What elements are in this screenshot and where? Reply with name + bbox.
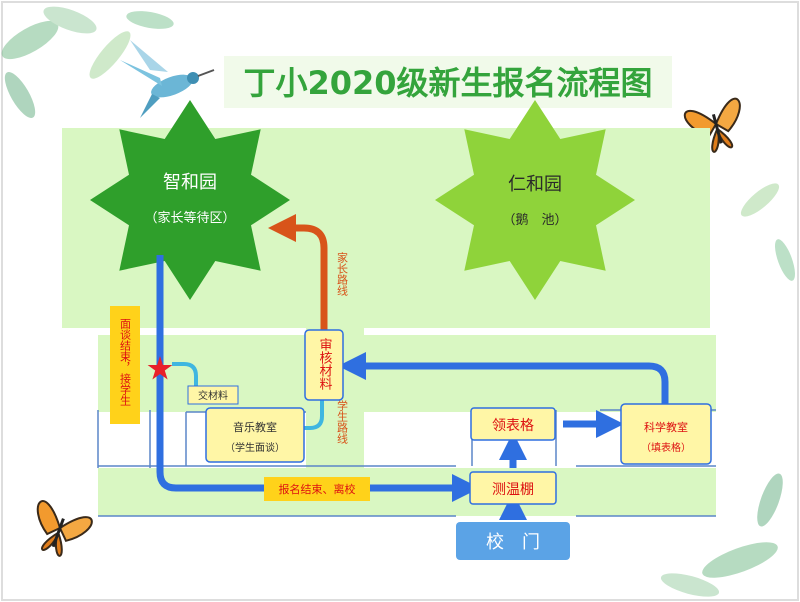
music-room-name: 音乐教室 xyxy=(233,420,277,434)
student-route-arrow xyxy=(302,400,324,430)
parent-route-label: 家长路线 xyxy=(336,251,349,296)
music-room-sub: （学生面谈） xyxy=(225,441,285,454)
zhihe-garden-sub: （家长等待区） xyxy=(144,210,235,226)
science-room-box xyxy=(620,403,712,465)
registration-done-label: 报名结束、离校 xyxy=(279,482,356,496)
interview-done-label: 面谈结束，接学生 xyxy=(119,318,132,406)
leaf-decoration-bottom-right xyxy=(660,183,795,597)
temperature-tent-label: 测温棚 xyxy=(492,482,534,498)
get-form-label: 领表格 xyxy=(492,418,534,434)
zhihe-garden-name: 智和园 xyxy=(163,172,217,193)
review-materials-box xyxy=(304,329,344,401)
temperature-tent-box xyxy=(469,471,557,505)
school-gate-label: 校 门 xyxy=(486,532,540,553)
title-background xyxy=(224,56,672,108)
renhe-garden-sub: （鹅 池） xyxy=(502,212,567,228)
registration-done-box xyxy=(264,477,370,501)
science-room-name: 科学教室 xyxy=(644,420,688,434)
leaf-decoration-top-left xyxy=(1,6,174,118)
zhihe-garden-star xyxy=(90,100,290,300)
route-arrow-exit xyxy=(156,255,480,502)
handover-arrow xyxy=(172,362,198,386)
route-arrow-to-review xyxy=(338,352,669,404)
school-gate-box xyxy=(456,522,570,560)
hummingbird-icon xyxy=(120,40,215,118)
review-materials-label: 审核材料 xyxy=(317,338,333,390)
student-route-label: 学生路线 xyxy=(336,399,349,444)
handover-point-star-icon xyxy=(147,356,173,380)
renhe-garden-star xyxy=(435,100,635,300)
music-room-box xyxy=(205,407,305,463)
renhe-garden-name: 仁和园 xyxy=(508,174,562,195)
interview-done-box xyxy=(110,306,140,424)
parent-route-arrow xyxy=(268,214,328,330)
page-title: 丁小2020级新生报名流程图 xyxy=(243,64,652,102)
butterfly-icon-top-right xyxy=(683,97,741,153)
submit-materials-label: 交材料 xyxy=(198,389,228,402)
butterfly-icon-bottom-left xyxy=(36,500,93,557)
submit-materials-box xyxy=(187,385,239,405)
science-room-sub: （填表格） xyxy=(641,441,691,454)
get-form-box xyxy=(470,407,556,441)
